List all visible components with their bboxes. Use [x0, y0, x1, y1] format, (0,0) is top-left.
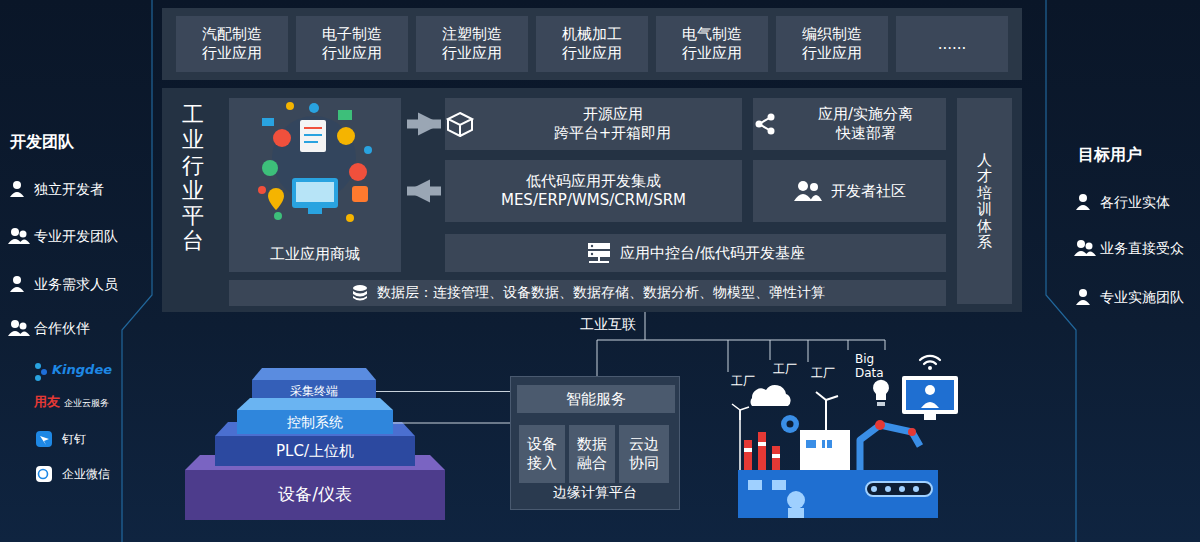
- edge-function-box: 云边 协同: [619, 425, 669, 483]
- node-text: 控制系统: [287, 414, 343, 432]
- node-text: 人才培训体系: [977, 152, 992, 251]
- industry-app-box: 电子制造 行业应用: [296, 16, 408, 72]
- node-text: 应用/实施分离 快速部署: [785, 105, 946, 143]
- feature-box: 应用/实施分离 快速部署: [753, 98, 946, 150]
- icon: [753, 112, 777, 136]
- industry-app-box: 注塑制造 行业应用: [416, 16, 528, 72]
- pyramid-layer: PLC/上位机: [215, 436, 415, 466]
- edge-function-box: 设备 接入: [519, 425, 565, 483]
- node-text: 数据 融合: [569, 435, 615, 473]
- icon: [445, 111, 475, 137]
- node-text: 机械加工 行业应用: [536, 25, 648, 63]
- bigdata-label: Big Data: [855, 352, 895, 381]
- node-text: 智能服务: [566, 390, 626, 409]
- edge-function-box: 数据 融合: [569, 425, 615, 483]
- section-heading: 开发团队: [10, 132, 74, 151]
- node-text: 设备/仪表: [278, 484, 352, 505]
- logo-text: 钉钉: [62, 432, 86, 446]
- connector: [393, 423, 510, 424]
- icon: [586, 241, 612, 265]
- edge-label: 工业互联: [577, 316, 639, 334]
- list-item: 业务需求人员: [34, 276, 118, 293]
- list-item: 专业实施团队: [1100, 289, 1184, 306]
- pyramid-layer: 设备/仪表: [185, 470, 445, 520]
- list-item: 独立开发者: [34, 181, 104, 198]
- node-text: 电气制造 行业应用: [656, 25, 768, 63]
- factory-label: 工厂: [811, 366, 835, 380]
- training-column: 人才培训体系: [957, 98, 1012, 304]
- node-text: 电子制造 行业应用: [296, 25, 408, 63]
- node-text: 编织制造 行业应用: [776, 25, 888, 63]
- factory-label: 工厂: [773, 362, 797, 376]
- pyramid-layer: 控制系统: [237, 410, 393, 436]
- connector: [407, 120, 441, 129]
- logo-text: 企业云服务: [64, 398, 109, 409]
- service-strip: 智能服务: [517, 385, 675, 413]
- node-text: PLC/上位机: [276, 442, 354, 461]
- node-text: 注塑制造 行业应用: [416, 25, 528, 63]
- industry-app-box: 机械加工 行业应用: [536, 16, 648, 72]
- list-item: 业务直接受众: [1100, 240, 1184, 257]
- node-text: 开发者社区: [831, 182, 906, 201]
- icon: [793, 180, 823, 202]
- edge-platform-box: 边缘计算平台智能服务设备 接入数据 融合云边 协同: [510, 376, 680, 510]
- feature-box: 应用中控台/低代码开发基座: [445, 234, 946, 272]
- logo-text: 用友: [34, 394, 60, 410]
- node-text: 低代码应用开发集成 MES/ERP/WMS/CRM/SRM: [445, 172, 742, 210]
- pyramid-layer: 采集终端: [252, 380, 376, 403]
- list-item: 合作伙伴: [34, 320, 90, 337]
- node-text: 应用中控台/低代码开发基座: [620, 244, 805, 263]
- node-text: 设备 接入: [519, 435, 565, 473]
- industry-app-box: 电气制造 行业应用: [656, 16, 768, 72]
- node-text: 云边 协同: [619, 435, 669, 473]
- connector: [407, 187, 441, 196]
- factory-label: 工厂: [731, 374, 755, 388]
- data-layer-bar: 数据层：连接管理、设备数据、数据存储、数据分析、物模型、弹性计算: [229, 280, 946, 306]
- icon: [351, 284, 369, 302]
- feature-box: 开发者社区: [753, 160, 946, 222]
- node-text: 采集终端: [290, 384, 338, 399]
- node-text: 边缘计算平台: [553, 484, 637, 502]
- node-text: 工业行业平台: [182, 102, 204, 254]
- node-text: ......: [938, 35, 967, 54]
- node-text: 汽配制造 行业应用: [176, 25, 288, 63]
- node-text: 数据层：连接管理、设备数据、数据存储、数据分析、物模型、弹性计算: [377, 284, 825, 302]
- list-item: 专业开发团队: [34, 228, 118, 245]
- app-store-box: 工业应用商城: [229, 98, 401, 272]
- section-heading: 目标用户: [1078, 145, 1142, 164]
- node-text: 开源应用 跨平台+开箱即用: [483, 105, 742, 143]
- logo-text: Kingdee: [52, 362, 112, 378]
- list-item: 各行业实体: [1100, 194, 1170, 211]
- industry-app-box: 编织制造 行业应用: [776, 16, 888, 72]
- industry-app-box: 汽配制造 行业应用: [176, 16, 288, 72]
- logo-text: 企业微信: [62, 467, 110, 481]
- feature-box: 开源应用 跨平台+开箱即用: [445, 98, 742, 150]
- connector: [376, 391, 510, 392]
- node-text: 工业应用商城: [270, 245, 360, 264]
- feature-box: 低代码应用开发集成 MES/ERP/WMS/CRM/SRM: [445, 160, 742, 222]
- industry-app-box: ......: [896, 16, 1008, 72]
- platform-panel: 工业行业平台工业应用商城 开源应用 跨平台+开箱即用 应用/实施分离 快速部署低代码…: [162, 88, 1022, 312]
